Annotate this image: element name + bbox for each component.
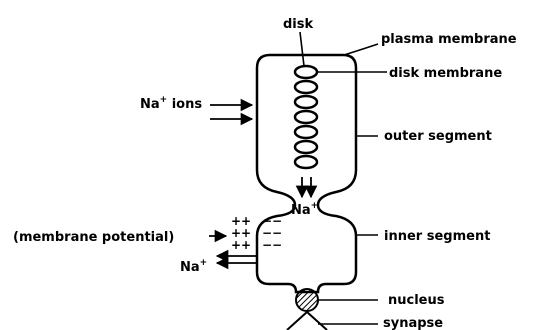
charge-plus-mid: ++: [231, 226, 251, 240]
label-disk: disk: [283, 17, 313, 32]
label-na-bottom: Na+: [180, 258, 207, 275]
charge-minus-bot: −−: [262, 238, 282, 252]
na-neck-arrows: [295, 177, 318, 199]
label-nucleus: nucleus: [388, 293, 445, 308]
disk: [293, 79, 319, 95]
label-na-ions: Na+ ions: [140, 95, 202, 112]
label-outer-segment: outer segment: [384, 129, 492, 144]
na-ion-arrows: [210, 98, 254, 126]
charge-plus-bot: ++: [231, 238, 251, 252]
disk: [293, 124, 319, 140]
label-membrane-potential: (membrane potential): [13, 230, 174, 245]
label-synapse: synapse: [383, 316, 443, 330]
cell-outline: [255, 53, 358, 294]
nucleus-shape: [295, 288, 319, 312]
label-na-center: Na+: [291, 201, 318, 218]
label-plasma-membrane: plasma membrane: [381, 32, 517, 47]
charge-minus-mid: −−: [262, 226, 282, 240]
disk: [293, 94, 319, 110]
disk: [293, 109, 319, 125]
leader-plasma-membrane: [343, 43, 379, 56]
disk: [293, 139, 319, 155]
charge-plus-top: ++: [231, 214, 251, 228]
disk-stack: [293, 64, 319, 170]
leader-lines: [299, 31, 387, 325]
disk: [293, 154, 319, 170]
disk: [293, 64, 319, 80]
leader-disk: [299, 31, 305, 67]
label-inner-segment: inner segment: [384, 229, 490, 244]
label-disk-membrane: disk membrane: [389, 66, 502, 81]
synapse-shape: [286, 310, 328, 330]
charge-minus-top: −−: [262, 214, 282, 228]
na-out-arrows: [215, 249, 258, 270]
